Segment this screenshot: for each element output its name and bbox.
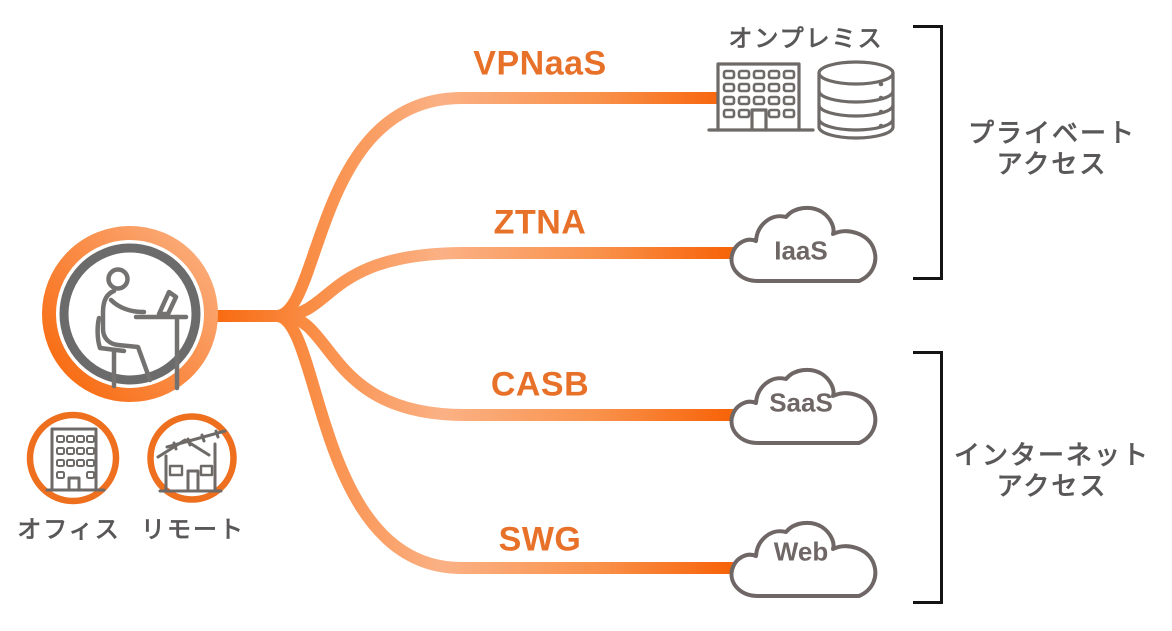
- private-access-label: プライベート アクセス: [968, 118, 1136, 180]
- internet-access-bracket: [913, 351, 943, 604]
- branch-lines: [212, 92, 745, 574]
- remote-label: リモート: [141, 516, 245, 544]
- office-circle: [26, 411, 120, 505]
- private-access-label-line1: プライベート: [967, 118, 1137, 148]
- branch-line-vpnaas: [212, 92, 719, 322]
- building-icon: [707, 62, 815, 132]
- destination-label-web: Web: [773, 536, 829, 567]
- service-label-swg: SWG: [498, 520, 582, 559]
- destination-label-saas: SaaS: [769, 387, 833, 418]
- destination-label-iaas: IaaS: [774, 235, 828, 266]
- branch-line-casb: [212, 310, 745, 421]
- user-circle-inner: [59, 243, 201, 385]
- database-icon: [817, 60, 895, 140]
- house-icon: [156, 429, 227, 493]
- service-label-casb: CASB: [490, 365, 590, 404]
- office-label: オフィス: [17, 516, 121, 544]
- remote-circle: [147, 413, 237, 503]
- person-at-desk-icon: [95, 267, 189, 391]
- service-label-vpnaas: VPNaaS: [473, 44, 607, 83]
- private-access-bracket: [913, 25, 943, 280]
- internet-access-label-line1: インターネット: [953, 440, 1151, 470]
- internet-access-label-line2: アクセス: [996, 471, 1108, 501]
- service-label-ztna: ZTNA: [493, 203, 587, 242]
- internet-access-label: インターネット アクセス: [954, 440, 1150, 502]
- office-building-icon: [45, 427, 106, 492]
- destination-label-onprem: オンプレミス: [728, 25, 884, 53]
- branch-line-swg: [212, 310, 745, 574]
- private-access-label-line2: アクセス: [996, 149, 1108, 179]
